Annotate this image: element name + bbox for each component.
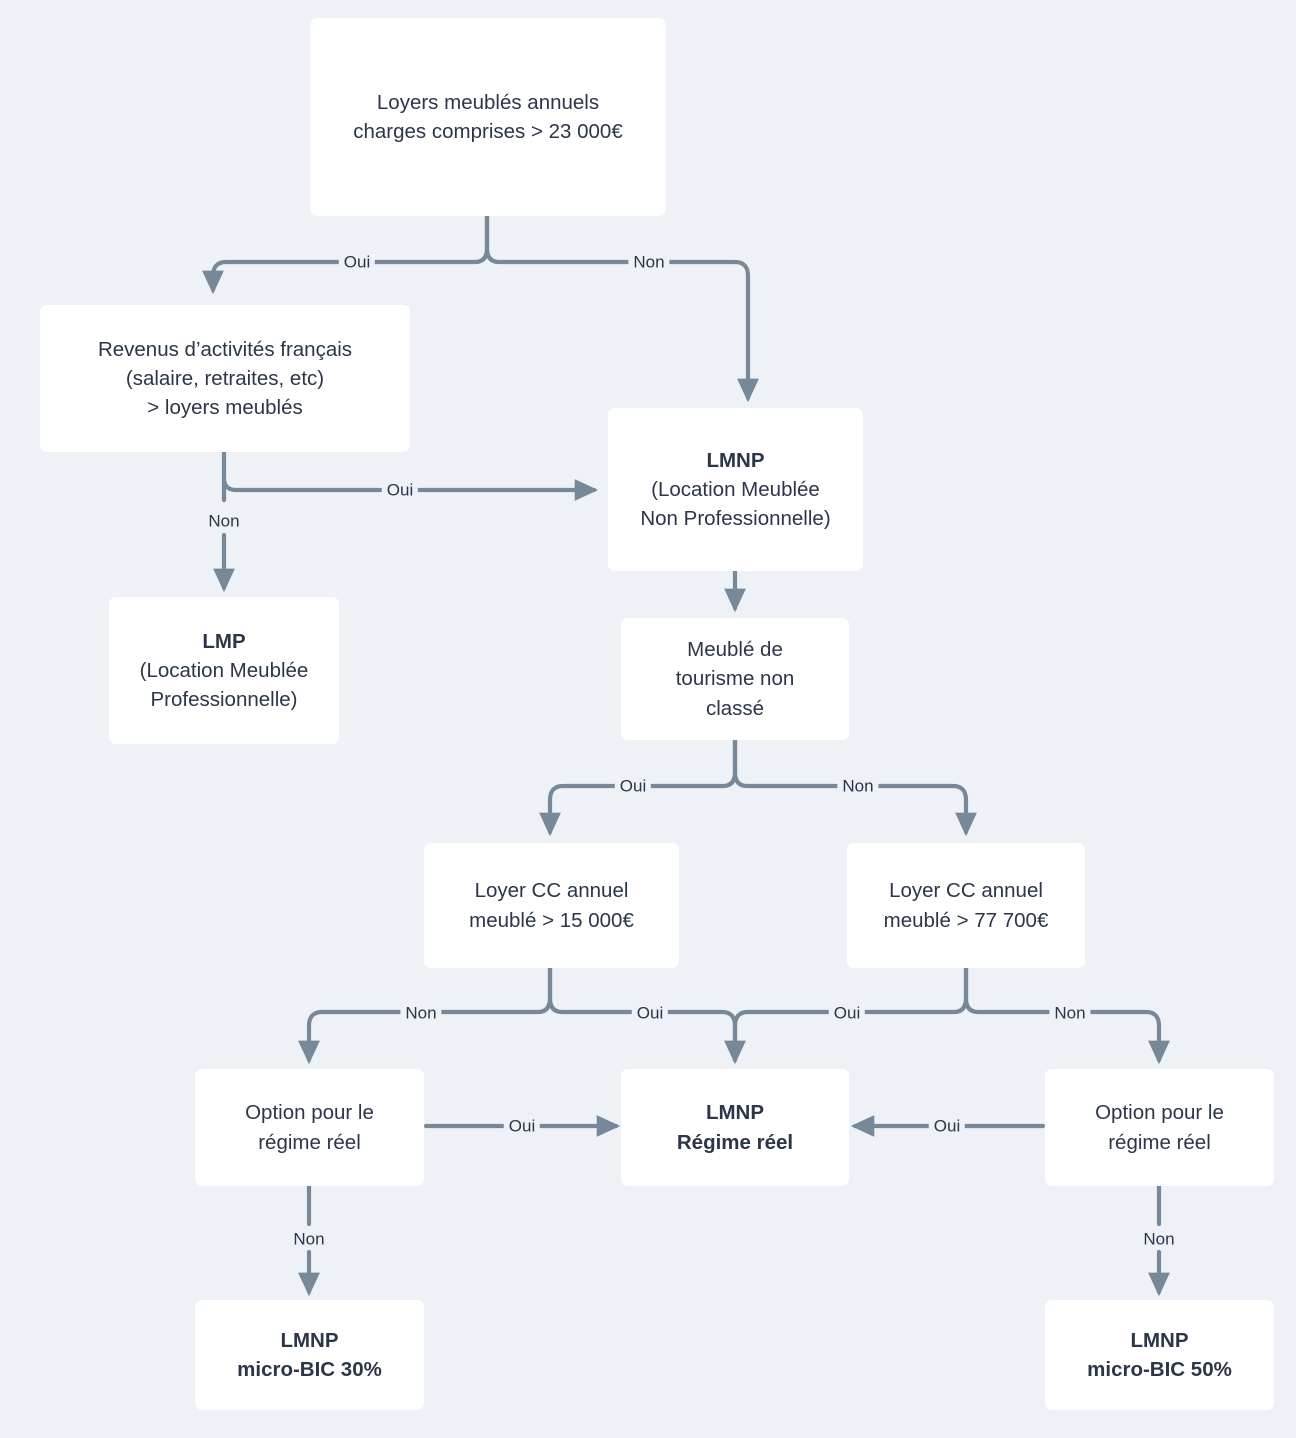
node-meuble-tourisme-line2: tourisme non (675, 667, 795, 691)
node-lmnp-line2: (Location Meublée (651, 477, 820, 501)
node-loyer-77700-line2: meublé > 77 700€ (883, 908, 1049, 932)
edge-label-opt-left-oui: Oui (503, 1116, 541, 1136)
node-option-reel-right-line1: Option pour le (1095, 1101, 1224, 1125)
edge-label-opt-right-non: Non (1138, 1229, 1180, 1249)
node-micro-bic-50-line2: micro-BIC 50% (1087, 1358, 1232, 1381)
node-lmnp-regime-reel-line1: LMNP (705, 1101, 765, 1125)
node-meuble-tourisme[interactable]: Meublé de tourisme non classé (621, 618, 849, 740)
edge-label-l77-oui: Oui (828, 1003, 866, 1023)
edge-label-revenus-non: Non (203, 511, 245, 531)
node-loyer-77700-line1: Loyer CC annuel (889, 879, 1043, 903)
edge-label-tourisme-non: Non (837, 776, 879, 796)
node-option-reel-left[interactable]: Option pour le régime réel (195, 1069, 424, 1186)
edge-label-l77-non: Non (1049, 1003, 1091, 1023)
node-option-reel-left-line1: Option pour le (245, 1101, 374, 1125)
node-meuble-tourisme-line1: Meublé de (687, 638, 783, 662)
node-revenus-activites-line2: (salaire, retraites, etc) (125, 366, 325, 390)
node-lmp[interactable]: LMP (Location Meublée Professionnelle) (109, 597, 339, 744)
node-loyers-annuels[interactable]: Loyers meublés annuels charges comprises… (310, 18, 666, 216)
node-option-reel-left-line2: régime réel (258, 1130, 361, 1154)
node-lmp-line2: (Location Meublée (139, 658, 309, 682)
edge-label-opt-right-oui: Oui (928, 1116, 966, 1136)
edge-label-opt-left-non: Non (288, 1229, 330, 1249)
node-micro-bic-50-line1: LMNP (1130, 1328, 1189, 1352)
node-option-reel-right[interactable]: Option pour le régime réel (1045, 1069, 1274, 1186)
node-loyers-annuels-line2: charges comprises > 23 000€ (353, 120, 623, 143)
edge-label-tourisme-oui: Oui (614, 776, 652, 796)
edge-root-non (484, 213, 759, 403)
node-lmnp-regime-reel[interactable]: LMNP Régime réel (621, 1069, 849, 1186)
node-lmnp-line1: LMNP (706, 448, 765, 472)
node-loyer-15000-line1: Loyer CC annuel (474, 879, 629, 903)
node-loyer-15000-line2: meublé > 15 000€ (469, 908, 634, 932)
node-micro-bic-30-line2: micro-BIC 30% (237, 1358, 382, 1381)
node-revenus-activites-line3: > loyers meublés (147, 396, 303, 420)
node-lmnp[interactable]: LMNP (Location Meublée Non Professionnel… (608, 408, 863, 571)
node-lmp-line3: Professionnelle) (150, 688, 298, 712)
node-micro-bic-30[interactable]: LMNP micro-BIC 30% (195, 1300, 424, 1410)
node-meuble-tourisme-line3: classé (705, 696, 765, 720)
edge-label-revenus-oui: Oui (381, 480, 419, 500)
node-loyer-77700[interactable]: Loyer CC annuel meublé > 77 700€ (847, 843, 1085, 968)
node-micro-bic-30-line1: LMNP (280, 1328, 339, 1352)
node-lmnp-line3: Non Professionnelle) (640, 507, 831, 531)
edge-label-l15-oui: Oui (631, 1003, 669, 1023)
node-loyer-15000[interactable]: Loyer CC annuel meublé > 15 000€ (424, 843, 679, 968)
node-lmp-line1: LMP (202, 629, 246, 653)
node-micro-bic-50[interactable]: LMNP micro-BIC 50% (1045, 1300, 1274, 1410)
node-lmnp-regime-reel-line2: Régime réel (676, 1130, 794, 1154)
edge-label-root-non: Non (628, 252, 670, 272)
edge-label-root-oui: Oui (338, 252, 376, 272)
node-revenus-activites-line1: Revenus d’activités français (97, 337, 353, 361)
node-loyers-annuels-line1: Loyers meublés annuels (376, 90, 600, 114)
edge-label-l15-non: Non (400, 1003, 442, 1023)
node-option-reel-right-line2: régime réel (1108, 1130, 1211, 1154)
node-revenus-activites[interactable]: Revenus d’activités français (salaire, r… (40, 305, 410, 452)
